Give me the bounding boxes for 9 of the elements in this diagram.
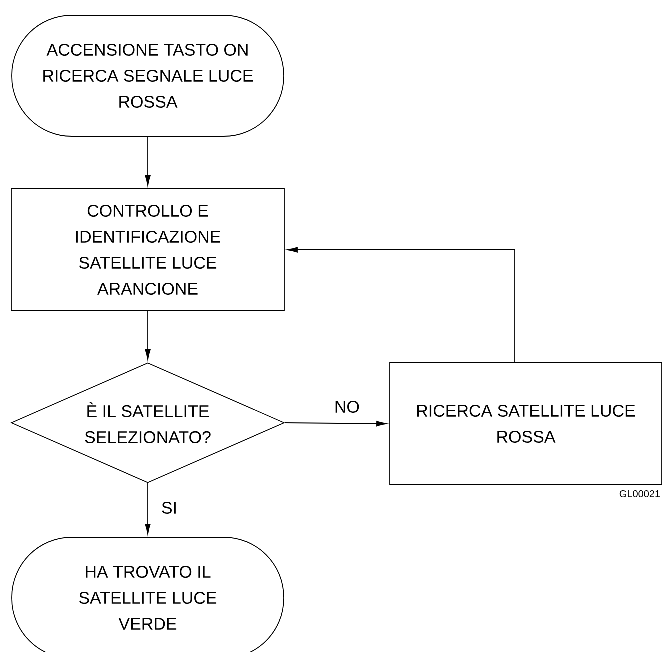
arrow (145, 136, 151, 186)
process-box: CONTROLLO E IDENTIFICAZIONE SATELLITE LUCE ARANCIONE (11, 188, 285, 312)
process-box: RICERCA SATELLITE LUCE ROSSA (390, 362, 662, 486)
arrow (145, 483, 151, 535)
edge-label: NO (333, 400, 361, 414)
arrow (287, 247, 516, 363)
edge-label: SI (160, 500, 179, 516)
arrow (145, 311, 151, 360)
arrow (284, 421, 388, 427)
